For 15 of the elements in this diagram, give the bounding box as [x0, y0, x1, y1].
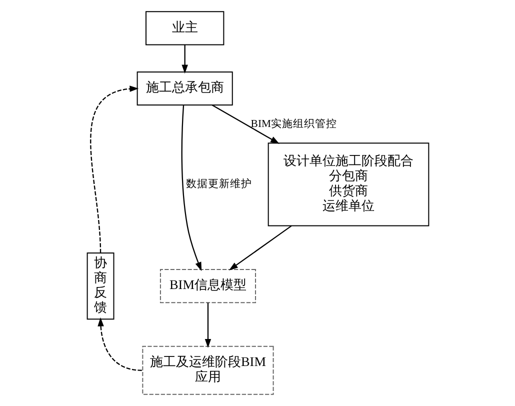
node-box: 业主 [145, 11, 224, 46]
node-box: 施工总承包商 [136, 72, 232, 106]
arrow [228, 225, 292, 270]
arrow [90, 86, 138, 254]
arrow [204, 302, 211, 348]
node-box: 设计单位施工阶段配合 分包商 供货商 运维单位 [267, 142, 429, 226]
arrow [181, 44, 188, 74]
node-box: BIM信息模型 [159, 269, 256, 304]
node-box: 协商反馈 [86, 252, 114, 320]
edge-label: 数据更新维护 [186, 178, 252, 190]
arrow [211, 104, 279, 144]
arrow [180, 105, 202, 272]
arrow [97, 317, 142, 371]
node-box: 施工及运维阶段BIM应用 [142, 346, 274, 395]
edge-label: BIM实施组织管控 [250, 118, 337, 130]
